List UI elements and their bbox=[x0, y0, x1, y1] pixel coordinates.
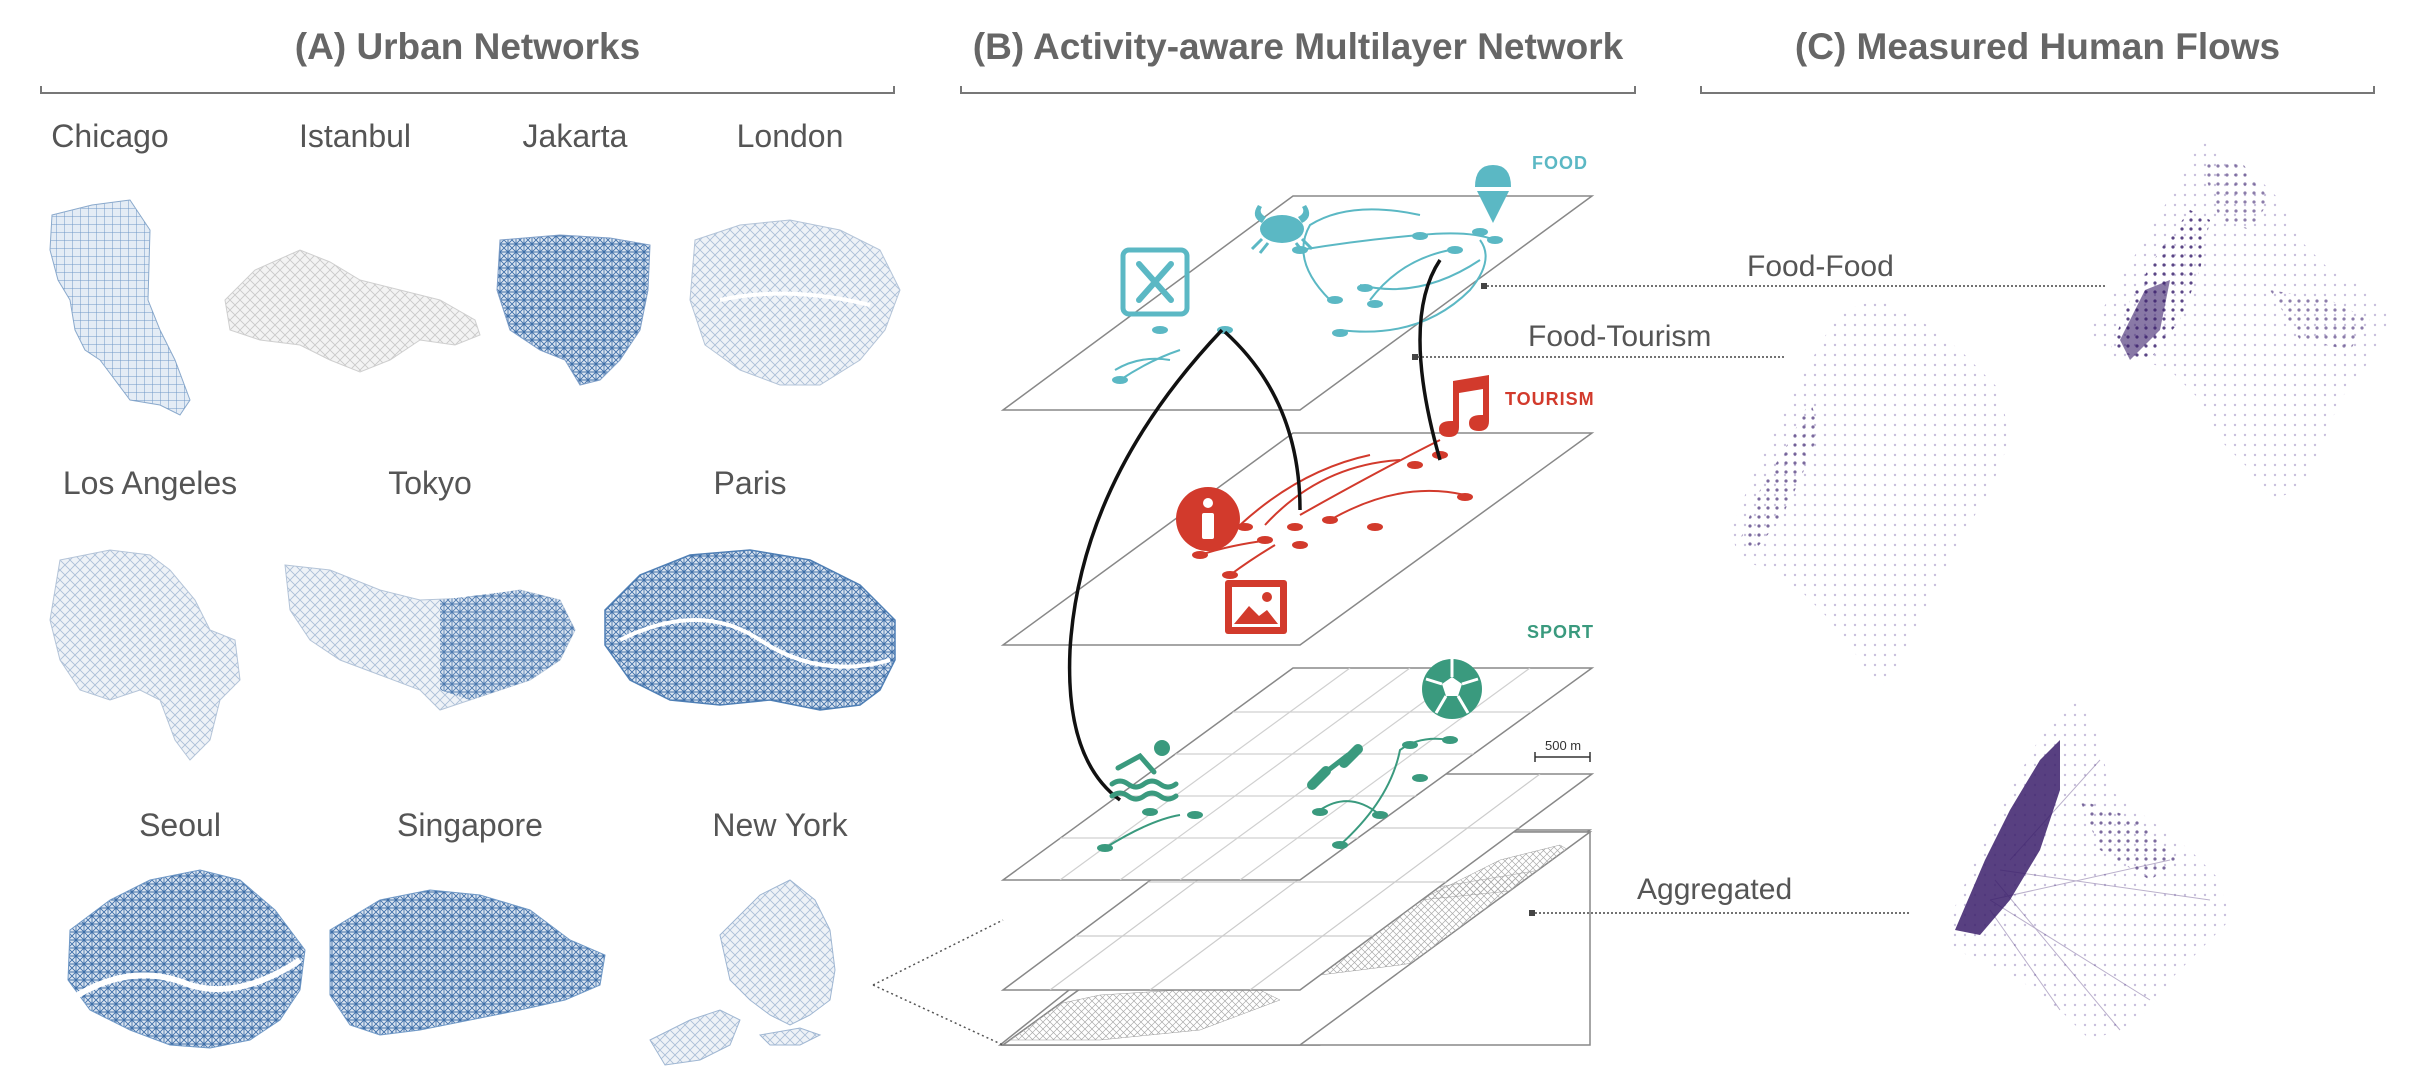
interlayer-links bbox=[1067, 259, 1442, 802]
city-label-new-york: New York bbox=[712, 807, 848, 843]
sport-network bbox=[1104, 737, 1451, 849]
city-label-los-angeles: Los Angeles bbox=[62, 465, 238, 501]
dumbbell-icon bbox=[1307, 744, 1363, 790]
city-label-paris: Paris bbox=[713, 465, 787, 501]
ice-cream-icon bbox=[1475, 165, 1511, 223]
city-label-chicago: Chicago bbox=[51, 118, 169, 154]
food-network bbox=[1114, 208, 1496, 381]
city-label-jakarta: Jakarta bbox=[522, 118, 628, 154]
flow-map-food-food bbox=[2090, 140, 2390, 500]
music-note-icon bbox=[1439, 375, 1489, 437]
flow-map-aggregated bbox=[1945, 700, 2230, 1040]
flow-label-food-tourism: Food-Tourism bbox=[1528, 320, 1712, 353]
map-los-angeles bbox=[49, 549, 241, 761]
sport-nodes bbox=[1097, 736, 1458, 852]
tourism-nodes bbox=[1192, 451, 1473, 579]
crab-icon bbox=[1250, 205, 1314, 254]
city-label-singapore: Singapore bbox=[397, 807, 543, 843]
flow-label-aggregated: Aggregated bbox=[1637, 873, 1793, 906]
sport-layer bbox=[1000, 667, 1595, 881]
city-label-london: London bbox=[736, 118, 844, 154]
layer-label-sport: SPORT bbox=[1527, 622, 1595, 642]
food-layer bbox=[1000, 195, 1595, 411]
flow-label-food-food: Food-Food bbox=[1747, 250, 1894, 283]
info-icon bbox=[1176, 487, 1240, 551]
section-title-multilayer-network: (B) Activity-aware Multilayer Network bbox=[972, 26, 1624, 67]
section-title-urban-networks: (A) Urban Networks bbox=[294, 26, 641, 67]
map-seoul bbox=[67, 869, 306, 1049]
city-label-seoul: Seoul bbox=[139, 807, 221, 843]
scale-label: 500 m bbox=[1545, 738, 1582, 753]
city-label-tokyo: Tokyo bbox=[388, 465, 472, 501]
map-new-york bbox=[719, 879, 836, 1026]
soccer-ball-icon bbox=[1422, 659, 1482, 719]
layer-label-tourism: TOURISM bbox=[1505, 389, 1595, 409]
layer-label-food: FOOD bbox=[1532, 153, 1588, 173]
map-paris bbox=[604, 549, 896, 711]
map-istanbul bbox=[224, 249, 481, 373]
section-rule-human-flows bbox=[1700, 86, 2375, 94]
section-rule-multilayer-network bbox=[960, 86, 1636, 94]
section-rule-urban-networks bbox=[40, 86, 895, 94]
swimmer-icon bbox=[1109, 740, 1179, 802]
section-title-human-flows: (C) Measured Human Flows bbox=[1794, 26, 2281, 67]
scale-bar bbox=[1534, 752, 1591, 762]
flow-map-food-tourism bbox=[1730, 300, 2010, 690]
map-chicago bbox=[49, 199, 191, 416]
map-jakarta bbox=[496, 234, 651, 386]
flow-connectors bbox=[1412, 283, 2105, 916]
cutlery-icon bbox=[1120, 247, 1190, 317]
map-singapore bbox=[329, 889, 606, 1036]
picture-icon bbox=[1225, 580, 1287, 634]
map-london bbox=[689, 219, 901, 386]
city-label-istanbul: Istanbul bbox=[298, 118, 412, 154]
